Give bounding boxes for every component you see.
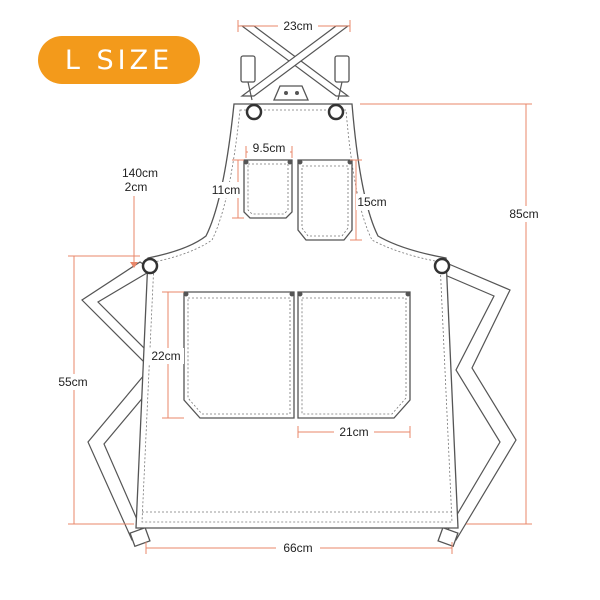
chest-pockets	[243, 159, 353, 241]
label-big-pocket-height: 22cm	[151, 349, 180, 363]
large-pockets	[183, 291, 411, 419]
label-bottom-width: 66cm	[283, 541, 312, 555]
label-strap-top-width: 23cm	[283, 19, 312, 33]
size-badge: L SIZE	[38, 36, 200, 84]
label-chest-pocket-height: 15cm	[357, 195, 386, 209]
shoulder-straps	[240, 25, 350, 101]
apron-body	[135, 103, 459, 529]
label-small-pocket-width: 9.5cm	[253, 141, 286, 155]
label-neck-strap-length: 140cm	[122, 166, 158, 180]
waist-ties	[81, 261, 517, 548]
label-lower-length: 55cm	[58, 375, 87, 389]
label-big-pocket-width: 21cm	[339, 425, 368, 439]
label-small-pocket-height: 11cm	[212, 183, 240, 197]
label-total-length: 85cm	[509, 207, 538, 221]
grommets	[141, 103, 451, 275]
label-neck-strap-width: 2cm	[125, 180, 148, 194]
